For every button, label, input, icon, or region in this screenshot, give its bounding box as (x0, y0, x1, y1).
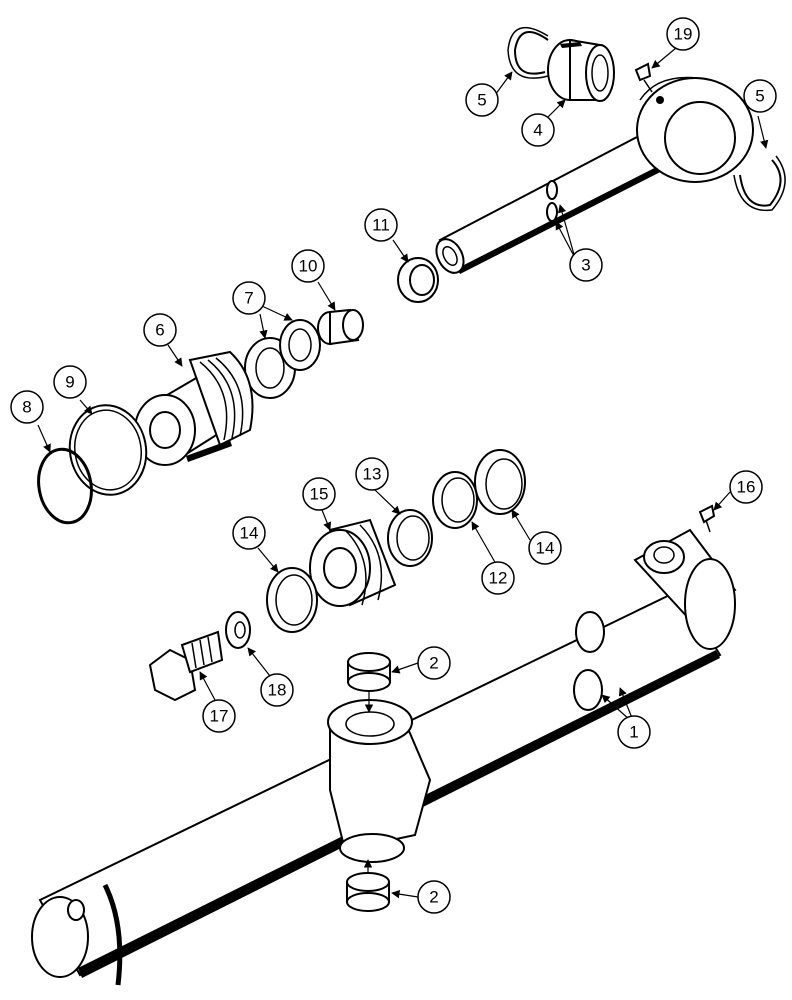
callout-2-bottom-label: 2 (429, 888, 438, 907)
piston-rod (435, 123, 682, 274)
callout-12: 12 (481, 561, 515, 595)
callout-6: 6 (143, 313, 177, 347)
callout-12-label: 12 (489, 569, 508, 588)
seal-12 (432, 471, 478, 529)
callout-18: 18 (260, 673, 294, 707)
callout-10: 10 (291, 249, 325, 283)
callout-16-label: 16 (737, 478, 756, 497)
o-ring-8 (37, 447, 93, 525)
wear-ring-14-left (266, 567, 318, 633)
callout-1-label: 1 (629, 723, 638, 742)
grease-fitting-19 (634, 62, 653, 93)
callout-5-right: 5 (743, 79, 777, 113)
wear-ring-14-right (474, 449, 526, 515)
callout-3-label: 3 (581, 256, 590, 275)
callout-16: 16 (729, 470, 763, 504)
seal-13 (387, 509, 433, 567)
callout-8: 8 (10, 390, 44, 424)
callout-11-label: 11 (372, 216, 390, 235)
rod-wiper-11 (397, 257, 439, 303)
callout-10-label: 10 (299, 257, 318, 276)
callout-19-label: 19 (674, 25, 693, 44)
callout-14-right: 14 (528, 531, 562, 565)
callout-13-label: 13 (363, 465, 382, 484)
callout-13: 13 (355, 457, 389, 491)
rod-seal-10 (317, 308, 364, 346)
callout-4-label: 4 (533, 121, 542, 140)
callout-5-left-label: 5 (477, 91, 486, 110)
leader-lines (37, 47, 769, 899)
snap-ring-5-left (507, 27, 549, 79)
callout-1: 1 (617, 715, 651, 749)
washer-18 (225, 611, 251, 649)
snap-ring-5-right (733, 155, 786, 212)
plugs-1 (573, 611, 605, 711)
bushing-2-top (347, 652, 391, 692)
callout-3: 3 (569, 248, 603, 282)
callout-2-bottom: 2 (417, 880, 451, 914)
callout-19: 19 (666, 17, 700, 51)
callout-8-label: 8 (22, 398, 31, 417)
callout-7-label: 7 (244, 289, 253, 308)
callout-2-top-label: 2 (429, 654, 438, 673)
callout-11: 11 (364, 208, 398, 242)
callout-5-left: 5 (465, 83, 499, 117)
piston-15 (309, 518, 397, 607)
callout-2-top: 2 (417, 646, 451, 680)
bleed-screw-16 (698, 504, 716, 533)
gland-6 (134, 350, 254, 466)
callout-14-left-label: 14 (240, 524, 259, 543)
bushing-2-bottom (346, 872, 390, 912)
bolt-17 (148, 630, 224, 702)
rod-eye (636, 76, 754, 183)
trunnion-block (327, 699, 432, 863)
callout-9-label: 9 (65, 373, 74, 392)
callout-18-label: 18 (268, 681, 287, 700)
seal-ring-7 (244, 319, 321, 399)
callout-7: 7 (232, 281, 266, 315)
callout-17-label: 17 (210, 707, 229, 726)
callout-14-left: 14 (232, 516, 266, 550)
callout-17: 17 (202, 699, 236, 733)
callout-6-label: 6 (155, 321, 164, 340)
callout-15: 15 (302, 477, 336, 511)
callout-14-right-label: 14 (536, 539, 555, 558)
callout-5-right-label: 5 (755, 87, 764, 106)
bushing-4 (547, 38, 615, 102)
callout-4: 4 (521, 113, 555, 147)
callout-15-label: 15 (310, 485, 329, 504)
barrel-end-port (633, 528, 737, 650)
callout-9: 9 (53, 365, 87, 399)
